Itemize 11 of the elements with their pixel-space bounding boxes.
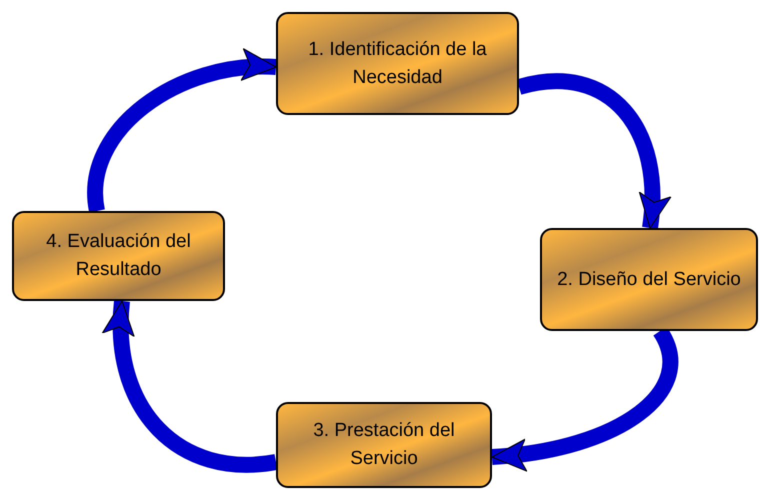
process-box: [540, 228, 758, 331]
step-label: 4. Evaluación del Resultado: [45, 230, 192, 282]
process-box: [276, 12, 519, 115]
step-label: 3. Prestación del Servicio: [312, 419, 456, 471]
step-label: 1. Identificación de la Necesidad: [307, 38, 488, 90]
curved-arrow: [87, 50, 276, 212]
curved-arrow: [517, 73, 670, 229]
process-box: [276, 402, 492, 488]
process-box: [12, 211, 225, 301]
curved-arrow: [104, 300, 277, 473]
step-label: 2. Diseño del Servicio: [557, 268, 741, 292]
